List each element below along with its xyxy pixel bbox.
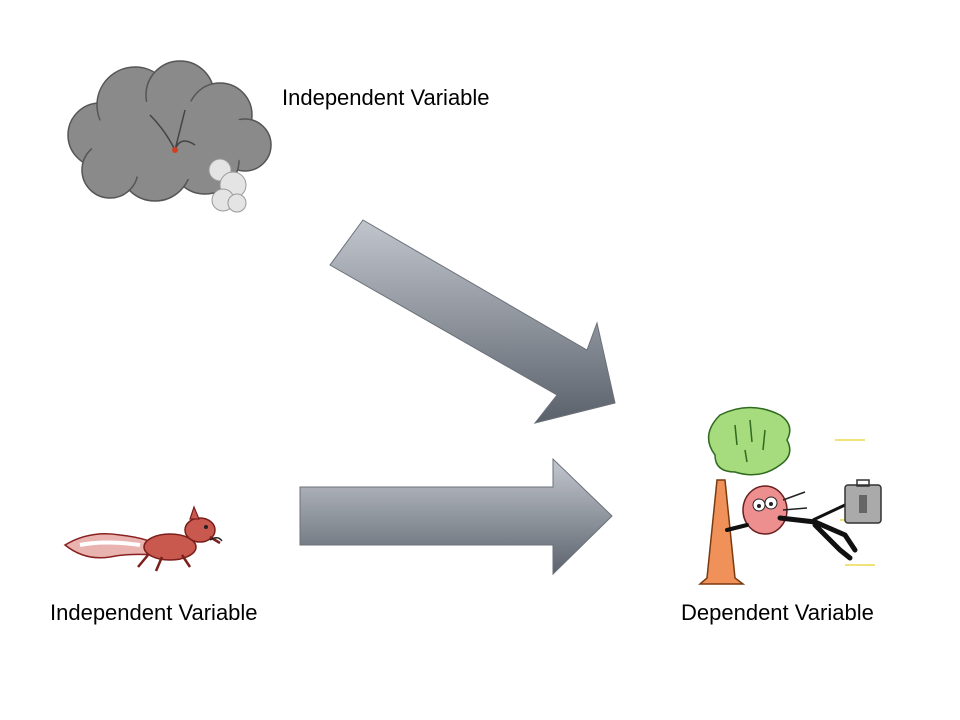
horizontal-arrow-icon: [299, 457, 613, 576]
bottom-independent-variable-label: Independent Variable: [50, 600, 258, 625]
diagonal-arrow-icon: [329, 219, 616, 424]
storm-cloud-icon: [67, 60, 272, 213]
squirrel-icon: [63, 505, 223, 572]
dependent-variable-label: Dependent Variable: [681, 600, 874, 625]
person-clinging-to-tree-icon: [697, 406, 882, 585]
top-independent-variable-label: Independent Variable: [282, 85, 490, 110]
